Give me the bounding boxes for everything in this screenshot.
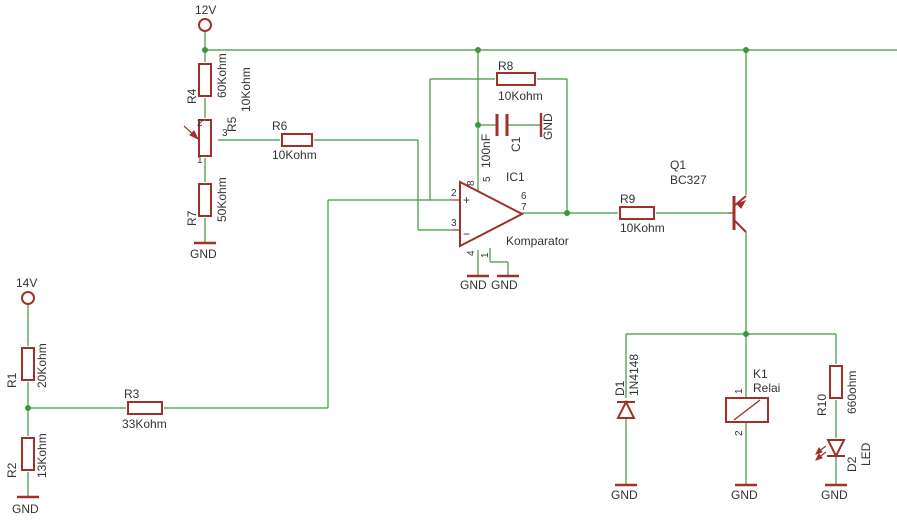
supply-12v: 12V (195, 3, 216, 32)
k1-pin-1: 1 (734, 388, 745, 394)
r5-name: R5 (225, 116, 239, 132)
supply-12v-label: 12V (195, 3, 216, 17)
k1-pin-2: 2 (734, 430, 745, 436)
wires (27, 30, 897, 496)
resistor-r10: R10 660ohm (815, 365, 859, 416)
d2-name: D2 (845, 456, 859, 472)
r5-value: 10Kohm (239, 67, 253, 112)
ic1-pin-6: 6 (521, 191, 527, 202)
supply-14v: 14V (16, 276, 37, 305)
gnd-label-r7: GND (190, 247, 217, 261)
r9-name: R9 (620, 192, 636, 206)
r3-value: 33Kohm (122, 417, 167, 431)
led-d2: D2 LED (815, 439, 873, 472)
d1-value: 1N4148 (627, 354, 641, 396)
r10-value: 660ohm (845, 371, 859, 414)
r7-name: R7 (185, 210, 199, 226)
gnd-label-d2: GND (821, 488, 848, 502)
r2-value: 13Kohm (35, 433, 49, 478)
capacitor-c1: C1 100nF GND 5 (479, 113, 555, 182)
r5-pin-1: 1 (197, 155, 203, 166)
transistor-q1: Q1 BC327 (670, 158, 747, 233)
resistor-r7: R7 50Kohm (185, 177, 229, 226)
gnd-label-r2: GND (12, 502, 39, 516)
r6-name: R6 (272, 119, 288, 133)
r4-name: R4 (185, 88, 199, 104)
r7-value: 50Kohm (215, 177, 229, 222)
d1-name: D1 (613, 380, 627, 396)
ic1-pin-2: 2 (451, 188, 457, 199)
ic1-pin-8: 8 (466, 180, 477, 186)
c1-value: 100nF (479, 134, 493, 168)
resistor-r9: R9 10Kohm (619, 192, 665, 235)
ic1-minus: − (463, 227, 470, 241)
r6-value: 10Kohm (272, 148, 317, 162)
diode-d1: D1 1N4148 (613, 354, 641, 419)
relay-k1: K1 Relai 1 2 (725, 367, 780, 436)
junctions (25, 47, 749, 411)
r8-value: 10Kohm (498, 89, 543, 103)
ic1-value: Komparator (506, 234, 569, 248)
gnd-label-ic-pin1: GND (491, 278, 518, 292)
resistor-r4: R4 60Kohm (185, 53, 229, 104)
r9-value: 10Kohm (620, 221, 665, 235)
resistor-r1: R1 20Kohm (5, 343, 49, 388)
r10-name: R10 (815, 394, 829, 416)
q1-name: Q1 (670, 158, 686, 172)
k1-name: K1 (753, 367, 768, 381)
ic1-pin-3: 3 (451, 218, 457, 229)
gnd-label-d1: GND (611, 488, 638, 502)
potentiometer-r5: R5 10Kohm 1 2 3 (183, 67, 253, 166)
ic1-pin-5: 5 (482, 176, 493, 182)
r2-name: R2 (5, 462, 19, 478)
ic1-pin-7: 7 (521, 202, 527, 213)
c1-gnd-label: GND (541, 113, 555, 140)
r8-name: R8 (498, 59, 514, 73)
r5-pin-3: 3 (222, 128, 228, 139)
q1-value: BC327 (670, 173, 707, 187)
r4-value: 60Kohm (215, 53, 229, 98)
ic1-pin-4: 4 (466, 250, 477, 256)
ic1-plus: + (463, 193, 470, 207)
supply-14v-label: 14V (16, 276, 37, 290)
r5-pin-2: 2 (197, 118, 203, 129)
resistor-r3: R3 33Kohm (122, 387, 167, 431)
r1-name: R1 (5, 372, 19, 388)
r1-value: 20Kohm (35, 343, 49, 388)
k1-value: Relai (753, 381, 780, 395)
ic1-name: IC1 (506, 170, 525, 184)
ic1-pin-1: 1 (480, 252, 491, 258)
resistor-r2: R2 13Kohm (5, 433, 49, 478)
d2-value: LED (859, 442, 873, 466)
c1-name: C1 (509, 136, 523, 152)
resistor-r6: R6 10Kohm (272, 119, 317, 162)
gnd-label-k1: GND (731, 488, 758, 502)
ground-symbols: GND GND GND GND GND GND GND (12, 241, 848, 516)
comparator-ic1: + − IC1 Komparator 2 3 4 8 1 6 7 (451, 170, 569, 258)
resistor-r8: R8 10Kohm (496, 59, 543, 103)
gnd-label-ic-pin4: GND (460, 278, 487, 292)
r3-name: R3 (124, 387, 140, 401)
